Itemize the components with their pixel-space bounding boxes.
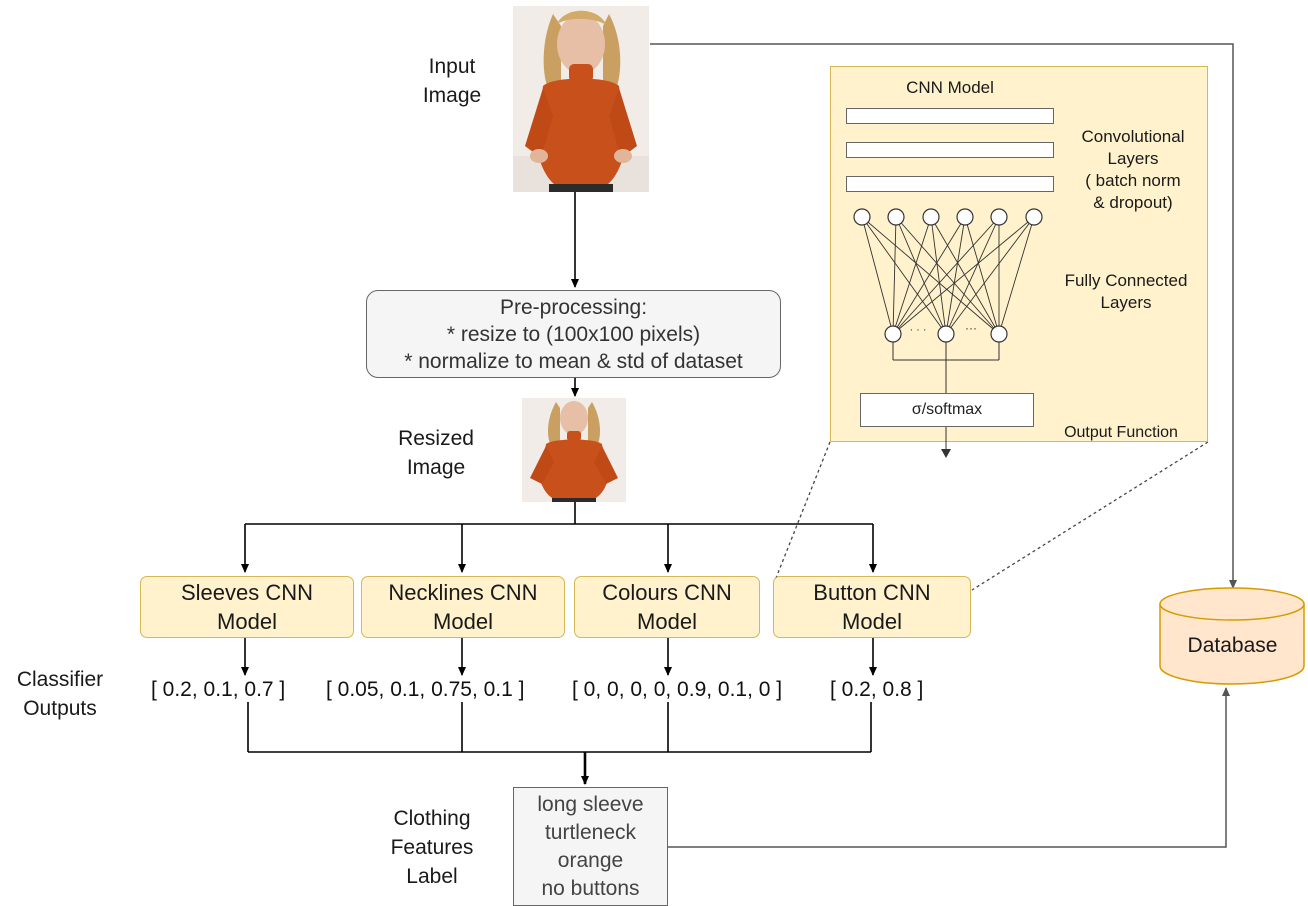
resized-image-label: Resized Image — [398, 427, 474, 479]
softmax-box: σ/softmax — [860, 393, 1034, 427]
fully-connected-network: · · · ··· — [853, 208, 1043, 458]
arrows-models-to-outputs — [241, 638, 877, 676]
colours-cnn-model: Colours CNN Model — [574, 576, 760, 638]
button-output-vector: [ 0.2, 0.8 ] — [829, 678, 925, 702]
fc-output-merge — [892, 342, 1000, 458]
resized-person-illustration — [522, 398, 626, 502]
ellipsis-left: · · · — [909, 324, 926, 336]
fc-output-nodes — [884, 325, 1008, 343]
sleeves-output-vector: [ 0.2, 0.1, 0.7 ] — [150, 678, 287, 702]
sleeves-cnn-model: Sleeves CNN Model — [140, 576, 354, 638]
necklines-cnn-model: Necklines CNN Model — [361, 576, 565, 638]
callout-line-left — [775, 441, 831, 579]
resized-image-photo — [522, 398, 626, 502]
arrow-label-to-database — [668, 687, 1230, 848]
fc-connections — [861, 216, 1035, 335]
branch-to-models — [241, 502, 877, 573]
merge-to-label — [247, 690, 872, 785]
input-image-photo — [513, 6, 649, 192]
clothing-features-label: Clothing Features Label — [390, 807, 474, 888]
person-illustration — [513, 6, 649, 192]
conv-layer-bar — [846, 142, 1054, 158]
input-image-label: Input Image — [422, 55, 482, 107]
database-label: Database — [1187, 634, 1278, 657]
necklines-output-vector: [ 0.05, 0.1, 0.75, 0.1 ] — [325, 678, 526, 702]
result-label-box: long sleeve turtleneck orange no buttons — [513, 787, 668, 906]
button-cnn-model: Button CNN Model — [773, 576, 971, 638]
colours-output-vector: [ 0, 0, 0, 0, 0.9, 0.1, 0 ] — [571, 678, 784, 702]
output-function-label: Output Function — [1064, 424, 1178, 441]
ellipsis-right: ··· — [965, 321, 977, 335]
conv-layers-label: Convolutional Layers ( batch norm & drop… — [1081, 127, 1185, 212]
conv-layer-bar — [846, 176, 1054, 192]
classifier-outputs-label: Classifier Outputs — [16, 668, 104, 720]
preprocessing-box: Pre-processing: * resize to (100x100 pix… — [366, 290, 781, 378]
fc-layers-label: Fully Connected Layers — [1064, 271, 1188, 312]
fc-input-nodes — [853, 208, 1043, 226]
callout-line-right — [971, 441, 1209, 591]
arrow-input-to-database — [650, 43, 1237, 589]
cnn-model-panel — [830, 66, 1208, 442]
database-icon — [1159, 587, 1305, 685]
cnn-panel-title: CNN Model — [906, 78, 994, 97]
conv-layer-bar — [846, 108, 1054, 124]
